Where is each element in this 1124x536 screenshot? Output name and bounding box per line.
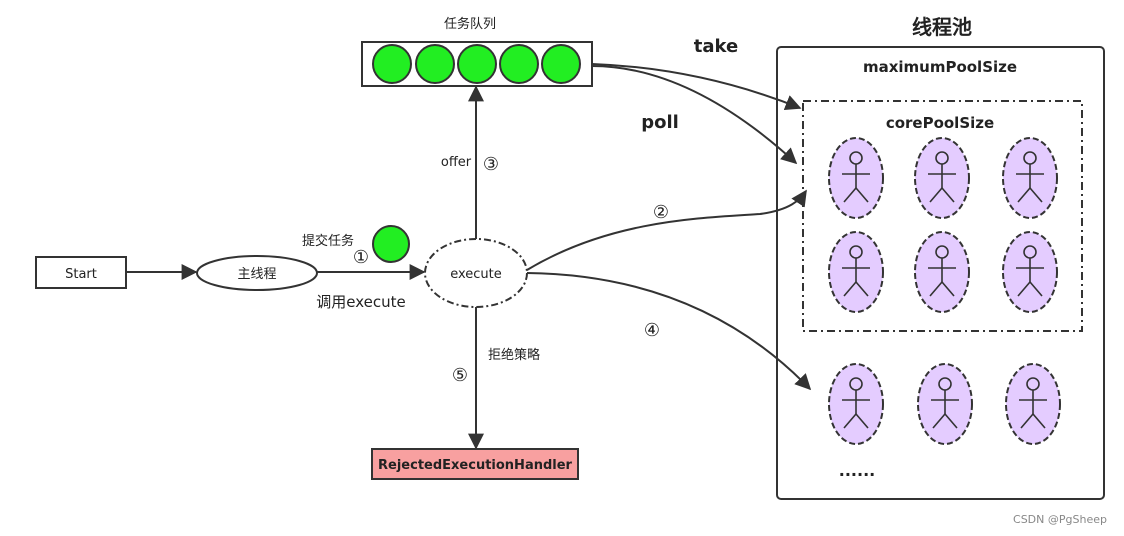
queue-task-balls <box>372 44 581 84</box>
queue-task-ball <box>541 44 581 84</box>
main-thread-label: 主线程 <box>237 267 276 282</box>
submit-task-label: 提交任务 <box>302 233 354 249</box>
step-3-marker: ③ <box>483 154 499 175</box>
step-4-marker: ④ <box>644 320 660 341</box>
non-core-worker <box>1005 363 1061 445</box>
poll-arrow <box>591 65 798 165</box>
step-2-marker: ② <box>653 202 669 223</box>
core-worker <box>828 231 884 313</box>
non-core-worker <box>917 363 973 445</box>
take-label: take <box>694 36 738 57</box>
more-workers-ellipsis: ...... <box>839 461 875 480</box>
take-arrow <box>591 63 802 111</box>
start-box <box>35 256 127 289</box>
core-worker <box>1002 137 1058 219</box>
execute-to-non-core-arrow <box>526 272 812 391</box>
non-core-worker <box>828 363 884 445</box>
core-pool-box <box>802 100 1083 332</box>
submitted-task-ball <box>372 225 410 263</box>
core-worker <box>914 231 970 313</box>
offer-label: offer <box>441 155 472 170</box>
step-5-marker: ⑤ <box>452 365 468 386</box>
rejected-execution-handler-label: RejectedExecutionHandler <box>378 458 573 473</box>
reject-policy-label: 拒绝策略 <box>488 347 540 363</box>
core-pool-size-label: corePoolSize <box>886 114 994 132</box>
step-1-marker: ① <box>353 247 369 268</box>
core-worker <box>914 137 970 219</box>
queue-task-ball <box>372 44 412 84</box>
maximum-pool-size-label: maximumPoolSize <box>863 58 1017 76</box>
core-worker <box>1002 231 1058 313</box>
start-label: Start <box>65 267 97 282</box>
queue-task-ball <box>415 44 455 84</box>
thread-pool-title: 线程池 <box>912 15 972 39</box>
poll-label: poll <box>641 112 679 133</box>
task-queue-label: 任务队列 <box>444 16 496 32</box>
call-execute-label: 调用execute <box>316 293 405 311</box>
execute-label: execute <box>450 267 502 282</box>
watermark: CSDN @PgSheep <box>1013 513 1107 526</box>
queue-task-ball <box>457 44 497 84</box>
queue-task-ball <box>499 44 539 84</box>
rejected-execution-handler-box <box>371 448 579 480</box>
execute-to-core-arrow <box>526 189 807 271</box>
core-worker <box>828 137 884 219</box>
